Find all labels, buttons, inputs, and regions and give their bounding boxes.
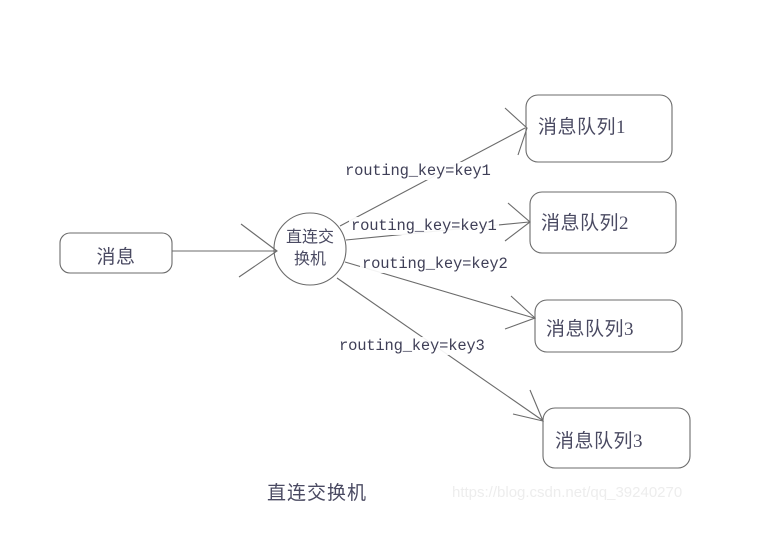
queue-box-4 (542, 407, 691, 469)
arrowhead-queue-1 (504, 107, 528, 156)
message-source-box (59, 232, 173, 274)
queue-box-1 (525, 94, 673, 163)
arrowhead-queue-2 (504, 202, 531, 242)
edge-label-routing-key-4: routing_key=key3 (337, 337, 487, 355)
edge-label-routing-key-2: routing_key=key1 (349, 217, 499, 235)
arrowhead-queue-3 (504, 295, 537, 330)
edge-label-routing-key-3: routing_key=key2 (360, 255, 510, 273)
exchange-circle (273, 212, 347, 286)
watermark-text: https://blog.csdn.net/qq_39240270 (452, 484, 683, 501)
edge-label-routing-key-1: routing_key=key1 (343, 162, 493, 180)
queue-box-2 (529, 191, 677, 254)
figure-caption: 直连交换机 (267, 483, 368, 504)
arrowhead-source-to-exchange (238, 223, 278, 278)
queue-box-3 (534, 299, 683, 353)
arrowhead-queue-4 (512, 389, 544, 422)
